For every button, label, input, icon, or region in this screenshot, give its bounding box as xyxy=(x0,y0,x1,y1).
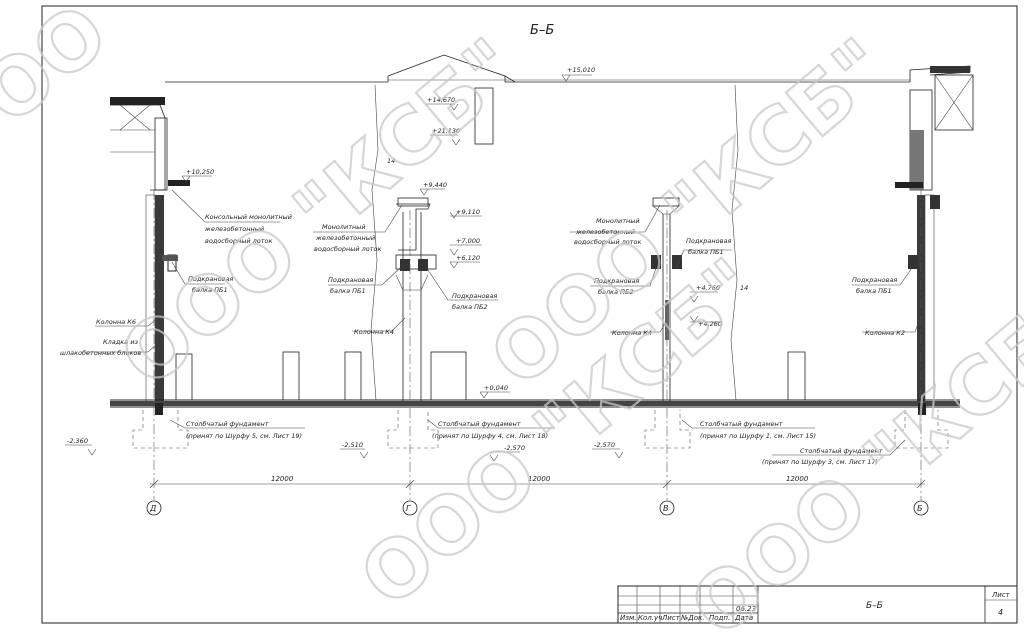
left-wall xyxy=(110,97,190,404)
note-trough-left-3: водосборный лоток xyxy=(205,237,273,245)
note-trough-right-3: водосборный лоток xyxy=(574,238,642,246)
column-k4-mid xyxy=(395,197,437,402)
note-found-3-a: Столбчатый фундамент xyxy=(700,420,783,428)
axis-label-g: Г xyxy=(406,504,411,513)
note-col-k2: Колонна К2 xyxy=(865,329,905,337)
note-pb1-right-1: Подкрановая xyxy=(686,237,731,245)
note-pb1-far-1: Подкрановая xyxy=(852,276,897,284)
note-col-k6: Колонна К6 xyxy=(96,318,136,326)
note-pb1-mid-1: Подкрановая xyxy=(328,276,373,284)
floor-slab xyxy=(110,399,960,408)
break-mark-left: 14 xyxy=(387,157,395,165)
note-trough-mid-1: Монолитный xyxy=(322,223,366,231)
note-masonry-1: Кладка из xyxy=(103,338,138,346)
elev-4760: +4,760 xyxy=(696,284,720,292)
note-found-4-a: Столбчатый фундамент xyxy=(800,447,883,455)
note-pb1-far-2: балка ПБ1 xyxy=(856,287,892,295)
elev-0040: +0,040 xyxy=(484,384,508,392)
note-found-1-b: (принят по Шурфу 5, см. Лист 19) xyxy=(186,432,302,440)
axis-label-v: В xyxy=(663,504,669,513)
elevation-marks xyxy=(65,74,722,462)
tb-sheet-number: 4 xyxy=(998,608,1003,617)
section-title: Б–Б xyxy=(530,23,554,38)
foundations xyxy=(132,403,949,449)
note-trough-mid-2: железобетонный xyxy=(315,234,375,242)
dimension-2: 12000 xyxy=(528,475,551,483)
note-found-2-b: (принят по Шурфу 4, см. Лист 18) xyxy=(432,432,548,440)
note-pb2-right-1: Подкрановая xyxy=(594,277,639,285)
note-trough-right-1: Монолитный xyxy=(596,217,640,225)
note-pb2-mid-2: балка ПБ2 xyxy=(452,303,488,311)
note-pb1-left-1: Подкрановая xyxy=(188,275,233,283)
note-found-2-a: Столбчатый фундамент xyxy=(438,420,521,428)
axis-lines xyxy=(153,190,922,500)
tb-header-list: Лист xyxy=(661,614,681,622)
note-found-1-a: Столбчатый фундамент xyxy=(186,420,269,428)
elev-21130: +21,130 xyxy=(432,127,460,135)
tb-header-kol: Кол.уч xyxy=(638,614,662,622)
dimension-line xyxy=(149,479,926,489)
title-block xyxy=(617,585,1018,624)
note-trough-left-1: Консольный монолитный xyxy=(205,213,292,221)
note-trough-right-2: железобетонный xyxy=(575,228,635,236)
elev-9110: +9,110 xyxy=(456,208,480,216)
break-mark-right: 14 xyxy=(740,284,748,292)
axis-label-b: Б xyxy=(917,504,923,513)
tb-sheet-title: Б–Б xyxy=(866,601,883,611)
note-masonry-2: шлакобетонных блоков xyxy=(60,349,141,357)
note-found-4-b: (принят по Шурфу 3, см. Лист 17) xyxy=(762,458,878,466)
opening-5 xyxy=(787,351,806,400)
note-col-k4-right: Колонна К4 xyxy=(612,329,652,337)
opening-3 xyxy=(344,351,362,401)
opening-2 xyxy=(282,351,300,401)
tb-header-izm: Изм. xyxy=(620,614,636,622)
elev-9440: +9,440 xyxy=(423,181,447,189)
elev-6120: +6,120 xyxy=(456,254,480,262)
tb-header-doc: №Док. xyxy=(680,614,705,622)
elev-m2570a: -2,570 xyxy=(504,444,525,452)
roof-outline xyxy=(165,54,910,401)
note-pb1-left-2: балка ПБ1 xyxy=(192,286,228,294)
tb-date-value: 06.23 xyxy=(736,605,756,613)
note-pb1-mid-2: балка ПБ1 xyxy=(330,287,366,295)
note-pb1-right-2: балка ПБ1 xyxy=(688,248,724,256)
elev-m2510: -2,510 xyxy=(342,441,363,449)
note-col-k4-mid: Колонна К4 xyxy=(354,328,394,336)
elev-7000: +7,000 xyxy=(456,237,480,245)
note-pb2-mid-1: Подкрановая xyxy=(452,292,497,300)
note-found-3-b: (принят по Шурфу 1, см. Лист 15) xyxy=(700,432,816,440)
leader-lines xyxy=(85,189,921,456)
elev-15010: +15,010 xyxy=(567,66,595,74)
opening-top xyxy=(474,87,494,145)
note-trough-left-2: железобетонный xyxy=(204,225,264,233)
elev-m2570b: -2,570 xyxy=(594,441,615,449)
dimension-1: 12000 xyxy=(271,475,294,483)
elev-14670: +14,670 xyxy=(427,96,455,104)
tb-header-sign: Подп. xyxy=(709,614,730,622)
opening-4 xyxy=(430,351,467,401)
tb-header-date: Дата xyxy=(734,614,753,622)
elev-4260: +4,260 xyxy=(698,320,722,328)
elev-m2360: -2,360 xyxy=(67,437,88,445)
watermark-1: ООО "КСБ" xyxy=(0,0,346,185)
note-pb2-right-2: балка ПБ2 xyxy=(598,288,634,296)
elev-10250: +10,250 xyxy=(186,168,214,176)
note-trough-mid-3: водосборный лоток xyxy=(314,245,382,253)
axis-markers xyxy=(146,500,929,516)
dimension-3: 12000 xyxy=(786,475,809,483)
sheet-frame xyxy=(41,5,1018,624)
tb-sheet-label: Лист xyxy=(991,591,1011,599)
axis-label-d: Д xyxy=(149,504,156,513)
